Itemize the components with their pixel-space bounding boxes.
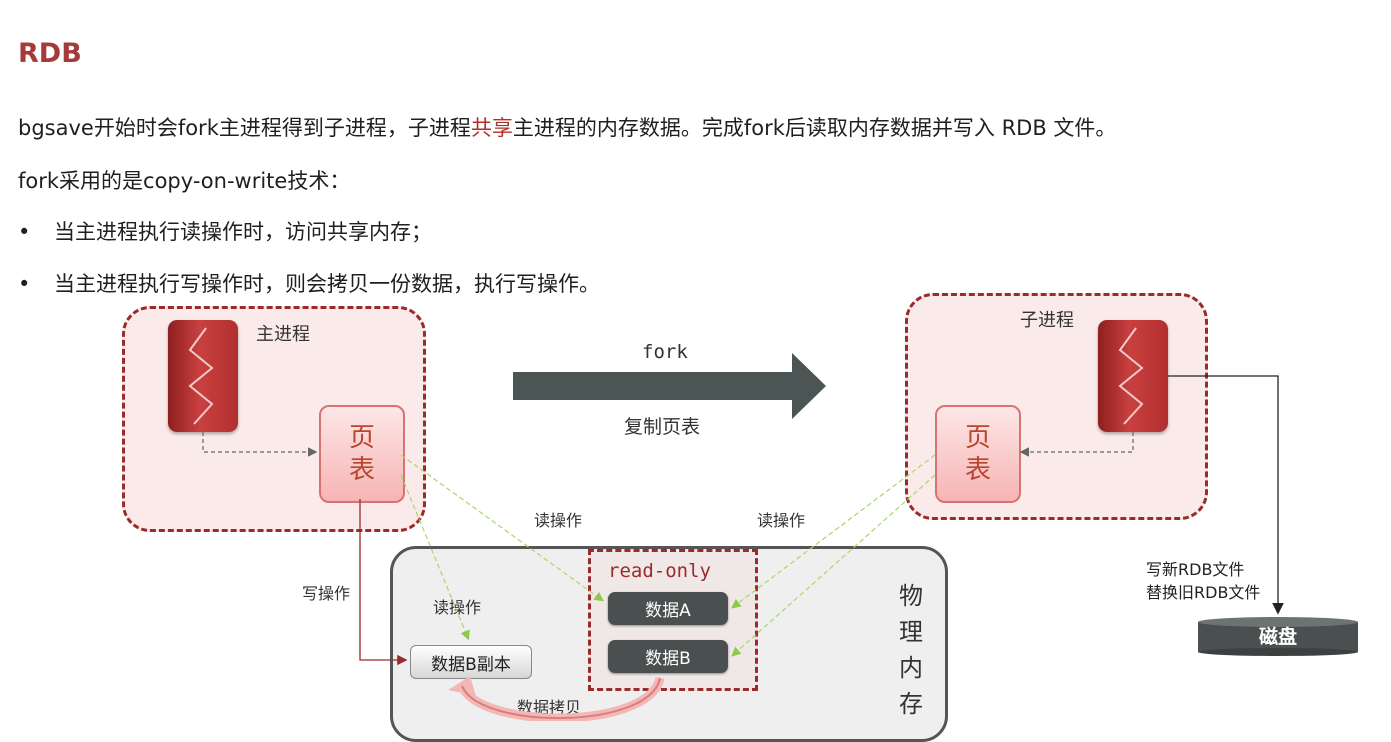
fork-label: fork (642, 341, 688, 363)
physical-memory-char: 存 (899, 690, 923, 718)
process-squiggle-icon (1118, 327, 1144, 425)
write-op-label: 写操作 (302, 584, 351, 603)
physical-memory-label: 物 理 内 存 (897, 578, 925, 722)
page-table-char: 页 (348, 422, 375, 453)
disk-label: 磁盘 (1258, 626, 1297, 648)
physical-memory-char: 内 (899, 654, 923, 682)
data-b-block: 数据B (608, 640, 728, 673)
intro-text: bgsave开始时会fork主进程得到子进程，子进程共享主进程的内存数据。完成f… (18, 112, 1116, 142)
bullet-item: • 当主进程执行读操作时，访问共享内存； (18, 216, 432, 246)
read-only-label: read-only (608, 560, 711, 582)
physical-memory-char: 物 (899, 582, 923, 610)
intro-highlight: 共享 (470, 116, 513, 140)
write-note-line: 替换旧RDB文件 (1146, 583, 1261, 602)
bullet-text: 当主进程执行读操作时，访问共享内存； (54, 220, 432, 244)
fork-description: fork采用的是copy-on-write技术： (18, 169, 351, 193)
fork-arrow-icon (513, 353, 826, 419)
page-title: RDB (18, 38, 82, 69)
child-process-label: 子进程 (1020, 310, 1074, 331)
data-a-block: 数据A (608, 592, 728, 625)
physical-memory-char: 理 (899, 618, 923, 646)
process-squiggle-icon (188, 327, 214, 425)
main-process-label: 主进程 (256, 324, 310, 345)
bullet-item: • 当主进程执行写操作时，则会拷贝一份数据，执行写操作。 (18, 268, 600, 298)
bullet-dot: • (18, 272, 31, 296)
main-process-icon (168, 320, 238, 432)
page-table-char: 表 (964, 455, 991, 485)
page-table-char: 页 (964, 422, 991, 453)
data-copy-label: 数据拷贝 (517, 698, 582, 717)
read-op-label: 读操作 (433, 598, 482, 617)
write-note-line: 写新RDB文件 (1146, 560, 1245, 579)
bullet-dot: • (18, 220, 31, 244)
write-rdb-note: 写新RDB文件 替换旧RDB文件 (1146, 558, 1260, 604)
page-table-char: 表 (348, 455, 375, 485)
data-b-copy-block: 数据B副本 (410, 645, 532, 679)
read-op-label: 读操作 (534, 511, 583, 530)
copy-page-table-label: 复制页表 (624, 416, 701, 438)
intro-part2: 主进程的内存数据。完成fork后读取内存数据并写入 RDB 文件。 (512, 116, 1117, 140)
intro-part1: bgsave开始时会fork主进程得到子进程，子进程 (18, 116, 471, 140)
child-process-icon (1098, 320, 1168, 432)
bullet-text: 当主进程执行写操作时，则会拷贝一份数据，执行写操作。 (54, 272, 600, 296)
read-op-label: 读操作 (757, 511, 806, 530)
main-page-table: 页 表 (319, 405, 405, 503)
child-page-table: 页 表 (935, 405, 1021, 503)
disk-icon (1198, 617, 1358, 656)
